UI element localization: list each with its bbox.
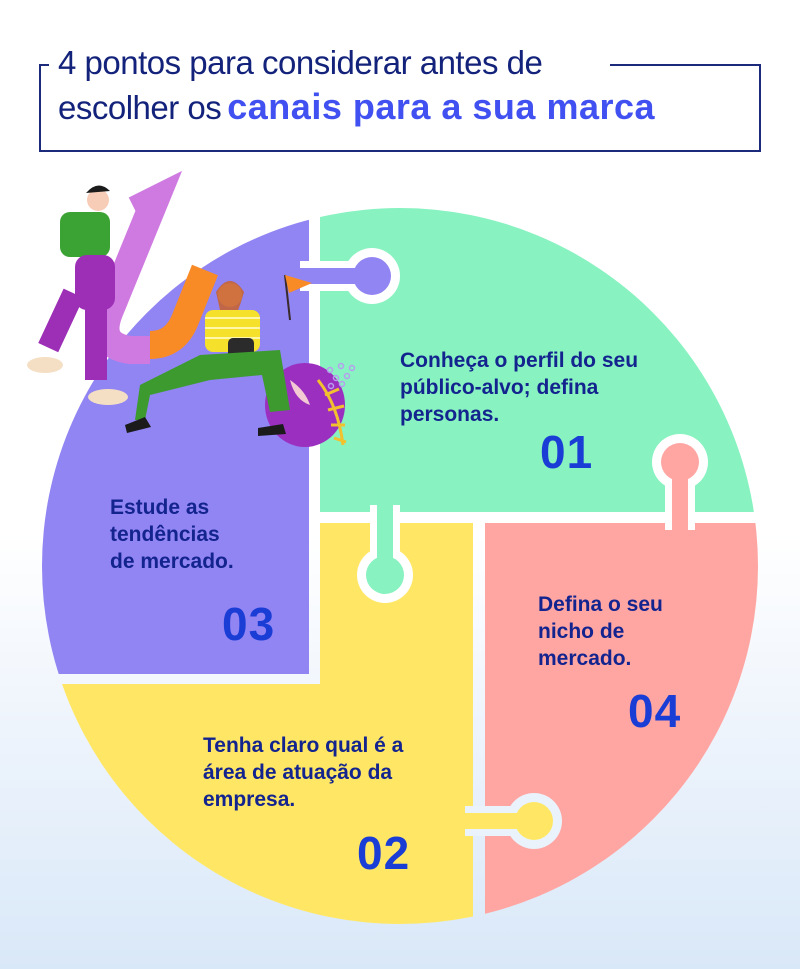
green-knob: [357, 505, 413, 603]
step-01-line-3: personas.: [400, 403, 500, 426]
step-02-line-1: Tenha claro qual é a: [203, 734, 404, 757]
yellow-knob: [465, 793, 562, 849]
title-line-1: 4 pontos para considerar antes de: [58, 44, 543, 81]
step-04-line-1: Defina o seu: [538, 593, 663, 616]
step-04-line-2: nicho de: [538, 620, 625, 643]
step-01-line-2: público-alvo; defina: [400, 376, 599, 399]
step-04-text: Defina o seu nicho de mercado.: [538, 591, 663, 672]
step-04-line-3: mercado.: [538, 647, 632, 670]
step-01-line-1: Conheça o perfil do seu: [400, 349, 639, 372]
step-02-line-2: área de atuação da: [203, 761, 393, 784]
illustration-people: [27, 170, 356, 447]
step-03-line-2: tendências: [110, 523, 220, 546]
title-prefix: escolher os: [58, 89, 222, 126]
title-frame-top-left: [39, 64, 49, 66]
step-02-line-3: empresa.: [203, 788, 296, 811]
pink-knob: [652, 434, 708, 530]
step-02-text: Tenha claro qual é a área de atuação da …: [203, 732, 403, 813]
purple-knob: [300, 248, 400, 304]
step-04-number: 04: [628, 685, 682, 737]
step-03-line-1: Estude as: [110, 496, 210, 519]
step-02-number: 02: [357, 827, 411, 879]
title-frame-top-right: [610, 64, 761, 66]
piece-pink: [485, 523, 758, 924]
step-03-text: Estude as tendências de mercado.: [110, 494, 234, 575]
step-03-line-3: de mercado.: [110, 550, 234, 573]
step-03-number: 03: [222, 598, 276, 650]
title-frame: [39, 64, 761, 152]
title-highlight: canais para a sua marca: [227, 86, 656, 127]
step-01-text: Conheça o perfil do seu público-alvo; de…: [400, 347, 638, 428]
step-01-number: 01: [540, 426, 594, 478]
